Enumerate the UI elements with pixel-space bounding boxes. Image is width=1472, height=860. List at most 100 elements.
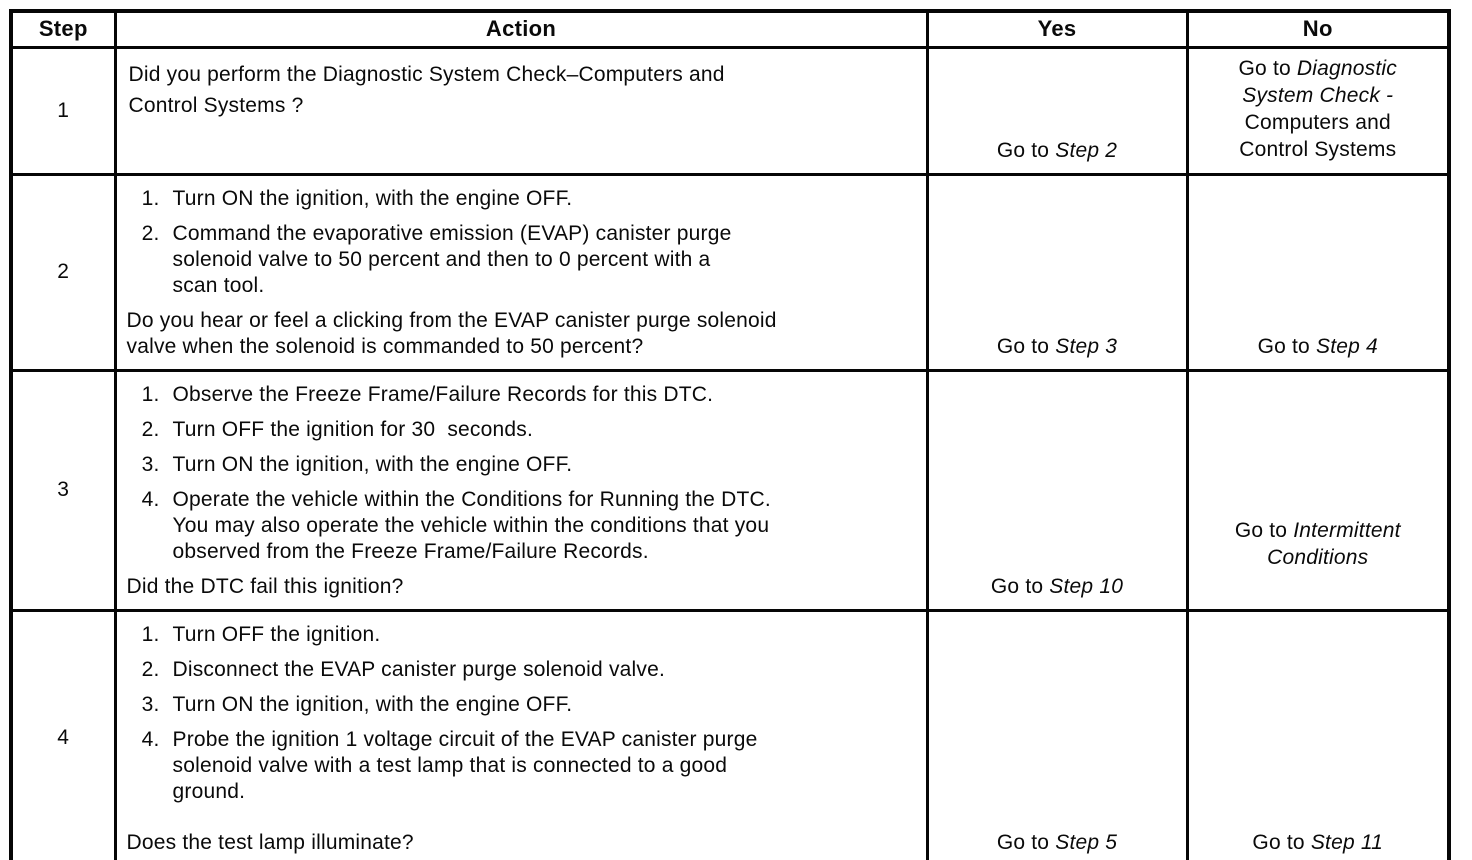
action-cell: 1. Turn ON the ignition, with the engine … — [113, 172, 929, 372]
step-number: 2 — [57, 260, 70, 283]
no-answer: Go to Step 11 — [1252, 829, 1383, 856]
reference-text: Step 4 — [1315, 334, 1378, 358]
step-number: 3 — [57, 478, 70, 501]
action-list-item: 1. Turn OFF the ignition. — [127, 622, 916, 648]
table-row: 1 Did you perform the Diagnostic System … — [9, 45, 1451, 176]
step-cell: 4 — [9, 608, 117, 860]
no-answer: Go to Diagnostic System Check - Computer… — [1239, 55, 1397, 163]
item-text: Turn OFF the ignition for 30 seconds. — [172, 417, 533, 441]
action-list-item: 4. Probe the ignition 1 voltage circuit o… — [127, 727, 916, 805]
item-text: Operate the vehicle within the Condition… — [172, 487, 771, 563]
item-text: Turn ON the ignition, with the engine OF… — [172, 186, 573, 210]
diagnostic-table: Step Action Yes No 1 Did you perform the… — [9, 9, 1451, 860]
reference-text: Step 11 — [1310, 831, 1384, 854]
step-cell: 1 — [9, 45, 117, 176]
action-question: Did the DTC fail this ignition? — [126, 574, 404, 598]
yes-answer: Go to Step 2 — [997, 137, 1117, 164]
item-number: 2. — [141, 657, 160, 681]
reference-text: Intermittent Conditions — [1267, 518, 1401, 569]
plain-text: Go to — [996, 831, 1056, 854]
no-cell: Go to Step 4 — [1185, 172, 1451, 372]
step-number: 1 — [57, 98, 70, 122]
header-row: Step Action Yes No — [9, 9, 1451, 49]
table-body: 1 Did you perform the Diagnostic System … — [9, 45, 1451, 860]
yes-answer: Go to Step 3 — [997, 333, 1117, 360]
item-text: Turn ON the ignition, with the engine OF… — [172, 452, 573, 476]
table-header: Step Action Yes No — [9, 9, 1451, 49]
no-cell: Go to Intermittent Conditions — [1185, 368, 1451, 612]
table-row: 2 1. Turn ON the ignition, with the engin… — [9, 172, 1451, 372]
action-content: 1. Turn ON the ignition, with the engine … — [127, 184, 916, 360]
reference-text: Step 3 — [1055, 334, 1118, 358]
item-number: 2. — [141, 221, 160, 245]
action-list: 1. Turn ON the ignition, with the engine … — [127, 186, 916, 299]
plain-text: Go to — [990, 574, 1050, 598]
yes-cell: Go to Step 3 — [925, 172, 1189, 372]
item-text: Disconnect the EVAP canister purge solen… — [172, 657, 665, 681]
plain-text: Go to — [996, 334, 1056, 358]
item-number: 3. — [141, 692, 160, 716]
action-list-item: 2. Turn OFF the ignition for 30 seconds. — [127, 417, 916, 443]
header-yes: Yes — [925, 9, 1189, 49]
action-top: 1. Turn OFF the ignition. 2. Disconnect the… — [127, 620, 916, 814]
action-top: Did you perform the Diagnostic System Ch… — [127, 57, 916, 121]
action-question: Does the test lamp illuminate? — [126, 831, 414, 854]
action-list-item: 1. Observe the Freeze Frame/Failure Recor… — [127, 382, 916, 408]
action-cell: Did you perform the Diagnostic System Ch… — [113, 45, 929, 176]
no-cell: Go to Step 11 — [1185, 608, 1451, 860]
action-list: 1. Observe the Freeze Frame/Failure Recor… — [127, 382, 916, 565]
item-number: 1. — [141, 622, 160, 646]
action-list-item: 1. Turn ON the ignition, with the engine … — [127, 186, 916, 212]
step-cell: 2 — [9, 172, 117, 372]
table-row: 3 1. Observe the Freeze Frame/Failure Rec… — [9, 368, 1451, 612]
item-number: 3. — [141, 452, 160, 476]
action-list-item: 3. Turn ON the ignition, with the engine … — [127, 692, 916, 718]
yes-cell: Go to Step 2 — [925, 45, 1189, 176]
plain-text: Go to — [1238, 56, 1297, 80]
yes-cell: Go to Step 5 — [925, 608, 1189, 860]
item-number: 4. — [141, 727, 160, 751]
plain-text: Go to — [996, 138, 1056, 162]
reference-text: Step 10 — [1049, 574, 1124, 598]
action-cell: 1. Turn OFF the ignition. 2. Disconnect the… — [113, 608, 929, 860]
action-content: 1. Turn OFF the ignition. 2. Disconnect the… — [127, 620, 916, 857]
action-content: Did you perform the Diagnostic System Ch… — [127, 57, 916, 164]
reference-text: Step 2 — [1055, 138, 1118, 162]
action-cell: 1. Observe the Freeze Frame/Failure Recor… — [113, 368, 929, 612]
yes-answer: Go to Step 5 — [997, 829, 1117, 856]
yes-cell: Go to Step 10 — [925, 368, 1189, 612]
action-list-item: 3. Turn ON the ignition, with the engine … — [127, 452, 916, 478]
action-list: 1. Turn OFF the ignition. 2. Disconnect the… — [127, 622, 916, 805]
item-text: Turn OFF the ignition. — [172, 622, 381, 646]
action-list-item: 2. Command the evaporative emission (EVAP… — [127, 221, 916, 299]
header-no: No — [1185, 9, 1451, 49]
table-row: 4 1. Turn OFF the ignition. 2. Disconnect t… — [9, 608, 1451, 860]
item-number: 1. — [141, 382, 160, 406]
header-action: Action — [113, 9, 929, 49]
step-number: 4 — [57, 726, 70, 750]
item-text: Command the evaporative emission (EVAP) … — [172, 221, 732, 297]
no-answer: Go to Step 4 — [1258, 333, 1378, 360]
plain-text: Go to — [1234, 518, 1294, 542]
plain-text: Go to — [1257, 334, 1316, 358]
no-answer: Go to Intermittent Conditions — [1235, 517, 1401, 571]
item-text: Probe the ignition 1 voltage circuit of … — [172, 727, 758, 803]
action-question: Do you hear or feel a clicking from the … — [126, 308, 777, 358]
yes-answer: Go to Step 10 — [991, 573, 1123, 600]
header-step: Step — [9, 9, 117, 49]
action-content: 1. Observe the Freeze Frame/Failure Recor… — [127, 380, 916, 600]
action-list-item: 2. Disconnect the EVAP canister purge sol… — [127, 657, 916, 683]
item-text: Turn ON the ignition, with the engine OF… — [172, 692, 573, 716]
reference-text: Diagnostic System Check - — [1242, 56, 1397, 107]
step-cell: 3 — [9, 368, 117, 612]
action-top: 1. Turn ON the ignition, with the engine … — [127, 184, 916, 308]
plain-text: Go to — [1252, 831, 1311, 854]
action-top: 1. Observe the Freeze Frame/Failure Recor… — [127, 380, 916, 574]
action-intro: Did you perform the Diagnostic System Ch… — [128, 62, 725, 117]
action-list-item: 4.Operate the vehicle within the Conditi… — [127, 487, 916, 565]
item-number: 1. — [141, 186, 160, 210]
item-number: 2. — [141, 417, 160, 441]
item-text: Observe the Freeze Frame/Failure Records… — [172, 382, 714, 406]
reference-text: Step 5 — [1055, 831, 1118, 854]
